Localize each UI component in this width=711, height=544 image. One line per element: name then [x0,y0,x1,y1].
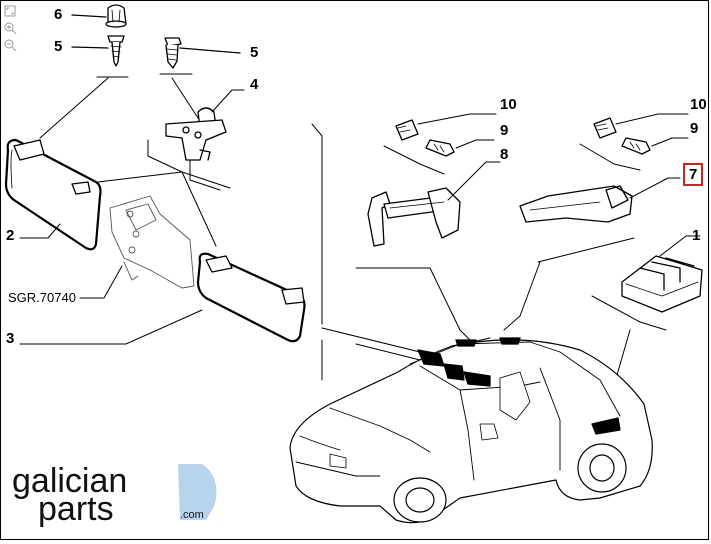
galicianparts-logo: galician parts .com [10,462,220,528]
callout-3: 3 [6,330,15,347]
part-5-screw-right [164,37,182,69]
part-4-bracket [165,107,227,161]
sgr-mirror-assembly [109,195,195,289]
part-6-clip [105,4,127,28]
callout-9-left: 9 [500,122,509,139]
part-10-clip-left [395,119,419,141]
callout-10-right: 10 [690,96,707,113]
car-outline [289,339,653,524]
part-3-sun-visor-right [196,252,306,343]
callout-1: 1 [692,227,701,244]
callout-7-highlighted[interactable]: 7 [683,163,704,186]
callout-sgr-reference: SGR.70740 [8,290,76,305]
part-8-grab-handle [367,187,461,247]
callout-4: 4 [250,76,259,93]
callout-9-right: 9 [690,120,699,137]
callout-10-left: 10 [500,96,517,113]
logo-line1: galician [12,464,127,500]
car-highlighted-parts [417,337,621,435]
zoom-in-icon[interactable] [3,21,17,35]
part-5-screw-left [107,35,125,67]
logo-line2: parts [38,490,114,528]
logo-suffix: .com [180,509,204,521]
part-10-clip-right [593,117,617,139]
callout-5-left: 5 [54,38,63,55]
fit-page-icon[interactable] [3,4,17,18]
part-9-screw-left [425,139,455,157]
zoom-out-icon[interactable] [3,38,17,52]
part-1-block [621,255,703,313]
callout-5-right: 5 [250,44,259,61]
callout-8: 8 [500,146,509,163]
viewer-toolbar [3,4,19,52]
part-9-screw-right [621,137,651,155]
callout-6: 6 [54,6,63,23]
part-2-sun-visor-left [4,138,102,251]
part-7-grab-handle [519,185,633,223]
callout-2: 2 [6,227,15,244]
